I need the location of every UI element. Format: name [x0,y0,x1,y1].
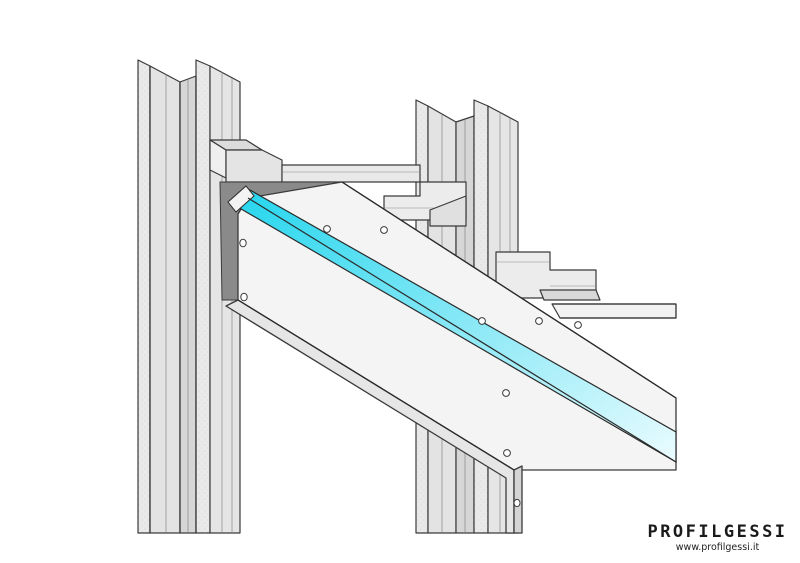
insulation-cap [227,185,255,213]
screw-holes [239,225,582,508]
brand-url: www.profilgessi.it [675,542,760,553]
left-vertical-stud [137,59,241,534]
beam-edges [237,181,677,471]
brand-logo-wordmark: PROFILGESSI [647,522,788,542]
top-track [209,139,677,319]
